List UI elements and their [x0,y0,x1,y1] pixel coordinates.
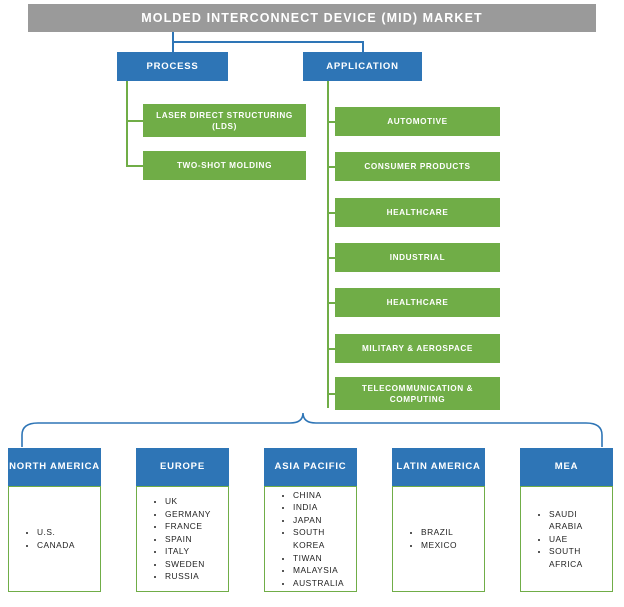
connector-app-7 [327,393,336,395]
process-child-two-shot[interactable]: TWO-SHOT MOLDING [143,151,306,180]
region-europe[interactable]: EUROPE UK GERMANY FRANCE SPAIN ITALY SWE… [136,448,229,592]
application-child-military-aerospace[interactable]: MILITARY & AEROSPACE [335,334,500,363]
list-item: SOUTH KOREA [293,526,356,551]
region-countries-mea: SAUDI ARABIA UAE SOUTH AFRICA [520,486,613,592]
process-child-lds[interactable]: LASER DIRECT STRUCTURING (LDS) [143,104,306,137]
connector-to-process [172,41,174,53]
region-north-america[interactable]: NORTH AMERICA U.S. CANADA [8,448,101,592]
list-item: TIWAN [293,552,356,565]
region-title-mea: MEA [520,448,613,486]
list-item: ITALY [165,545,211,558]
branch-application[interactable]: APPLICATION [303,52,422,81]
connector-app-4 [327,257,336,259]
list-item: JAPAN [293,514,356,527]
list-item: INDIA [293,501,356,514]
list-item: GERMANY [165,508,211,521]
list-item: CANADA [37,539,75,552]
list-item: MEXICO [421,539,457,552]
list-item: RUSSIA [165,570,211,583]
application-child-industrial[interactable]: INDUSTRIAL [335,243,500,272]
region-title-latin-america: LATIN AMERICA [392,448,485,486]
connector-title-bus [172,41,363,43]
connector-process-2 [126,165,143,167]
region-asia-pacific[interactable]: ASIA PACIFIC CHINA INDIA JAPAN SOUTH KOR… [264,448,357,592]
application-child-healthcare-1[interactable]: HEALTHCARE [335,198,500,227]
application-child-telecommunication-computing[interactable]: TELECOMMUNICATION & COMPUTING [335,377,500,410]
region-title-europe: EUROPE [136,448,229,486]
region-countries-europe: UK GERMANY FRANCE SPAIN ITALY SWEDEN RUS… [136,486,229,592]
region-countries-asia-pacific: CHINA INDIA JAPAN SOUTH KOREA TIWAN MALA… [264,486,357,592]
region-mea[interactable]: MEA SAUDI ARABIA UAE SOUTH AFRICA [520,448,613,592]
list-item: BRAZIL [421,526,457,539]
page-title: MOLDED INTERCONNECT DEVICE (MID) MARKET [28,4,596,32]
connector-application-spine [327,81,329,408]
connector-app-2 [327,166,336,168]
branch-process[interactable]: PROCESS [117,52,228,81]
list-item: SWEDEN [165,558,211,571]
list-item: SPAIN [165,533,211,546]
region-title-north-america: NORTH AMERICA [8,448,101,486]
list-item: CHINA [293,489,356,502]
region-brace [21,412,603,447]
connector-app-3 [327,212,336,214]
list-item: UK [165,495,211,508]
connector-app-1 [327,121,336,123]
connector-app-6 [327,348,336,350]
list-item: AUSTRALIA [293,577,356,590]
application-child-automotive[interactable]: AUTOMOTIVE [335,107,500,136]
connector-to-application [362,41,364,53]
list-item: U.S. [37,526,75,539]
region-countries-north-america: U.S. CANADA [8,486,101,592]
list-item: FRANCE [165,520,211,533]
region-countries-latin-america: BRAZIL MEXICO [392,486,485,592]
list-item: SAUDI ARABIA [549,508,612,533]
list-item: SOUTH AFRICA [549,545,612,570]
application-child-consumer-products[interactable]: CONSUMER PRODUCTS [335,152,500,181]
list-item: MALAYSIA [293,564,356,577]
connector-title-stem [172,32,174,42]
region-title-asia-pacific: ASIA PACIFIC [264,448,357,486]
list-item: UAE [549,533,612,546]
connector-process-1 [126,120,143,122]
application-child-healthcare-2[interactable]: HEALTHCARE [335,288,500,317]
connector-process-spine [126,81,128,166]
connector-app-5 [327,302,336,304]
region-latin-america[interactable]: LATIN AMERICA BRAZIL MEXICO [392,448,485,592]
